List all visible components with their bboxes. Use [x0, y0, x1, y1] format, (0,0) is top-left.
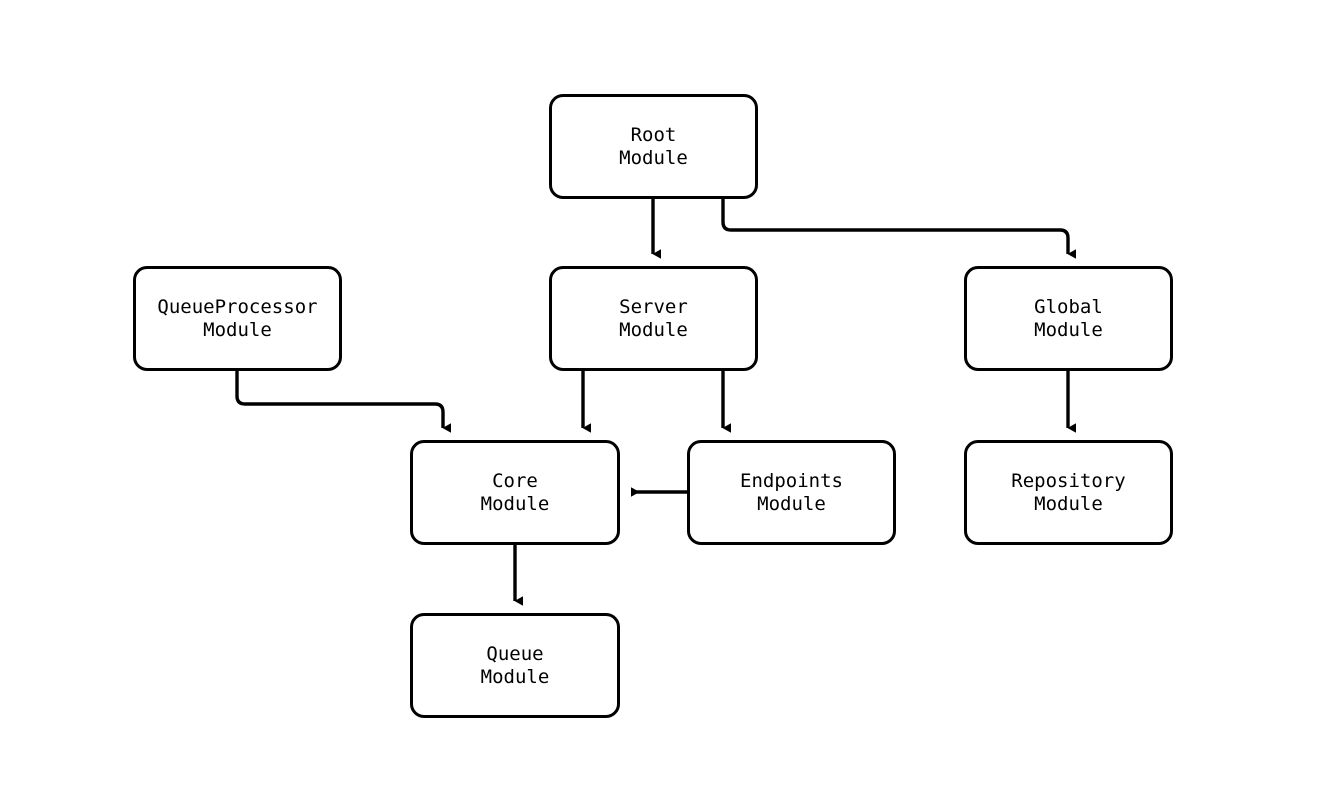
node-repository-line1: Repository	[1011, 469, 1126, 492]
node-core-line1: Core	[492, 469, 538, 492]
node-server[interactable]: Server Module	[549, 266, 758, 371]
node-core[interactable]: Core Module	[410, 440, 620, 545]
node-queue-line2: Module	[480, 665, 550, 688]
node-server-line1: Server	[619, 295, 688, 318]
node-core-line2: Module	[480, 492, 550, 515]
node-endpoints-line1: Endpoints	[740, 469, 843, 492]
node-root[interactable]: Root Module	[549, 94, 758, 199]
node-root-line2: Module	[619, 146, 688, 169]
node-endpoints[interactable]: Endpoints Module	[687, 440, 896, 545]
node-queue-line1: Queue	[486, 642, 544, 665]
node-queue[interactable]: Queue Module	[410, 613, 620, 718]
node-queueprocessor[interactable]: QueueProcessor Module	[133, 266, 342, 371]
node-endpoints-line2: Module	[757, 492, 826, 515]
node-global[interactable]: Global Module	[964, 266, 1173, 371]
node-global-line2: Module	[1034, 318, 1103, 341]
node-queueprocessor-line2: Module	[203, 318, 272, 341]
node-global-line1: Global	[1034, 295, 1103, 318]
node-repository[interactable]: Repository Module	[964, 440, 1173, 545]
node-queueprocessor-line1: QueueProcessor	[157, 295, 318, 318]
node-server-line2: Module	[619, 318, 688, 341]
edge-root-to-global	[721, 199, 1076, 259]
node-root-line1: Root	[630, 123, 677, 146]
edge-queueprocessor-to-core	[235, 371, 451, 433]
node-repository-line2: Module	[1034, 492, 1103, 515]
